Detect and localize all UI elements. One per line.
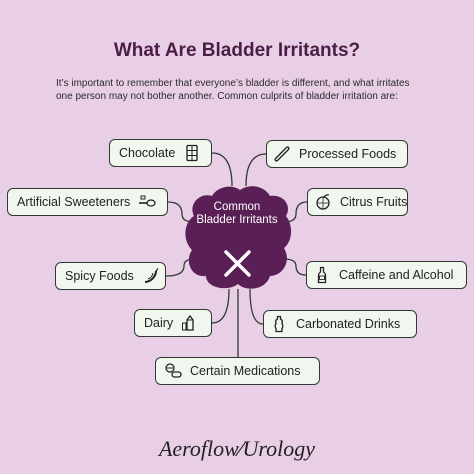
irritant-label: Carbonated Drinks (296, 317, 401, 331)
pills-icon (165, 363, 182, 378)
irritant-artificial-sweeteners: Artificial Sweeteners (7, 188, 168, 216)
chili-pepper-icon (144, 268, 159, 283)
irritant-label: Citrus Fruits (340, 195, 408, 209)
center-label: Common Bladder Irritants (196, 201, 278, 226)
irritant-caffeine-and-alcohol: Caffeine and Alcohol (306, 261, 467, 289)
irritant-chocolate: Chocolate (109, 139, 212, 167)
brand-right: Urology (242, 436, 316, 461)
irritant-label: Dairy (144, 316, 174, 330)
connector-citrus (283, 201, 308, 223)
connector-processed (245, 153, 267, 187)
irritant-carbonated-drinks: Carbonated Drinks (263, 310, 417, 338)
irritant-label: Chocolate (119, 146, 176, 160)
irritant-spicy-foods: Spicy Foods (55, 262, 166, 290)
page-title: What Are Bladder Irritants? (113, 40, 361, 61)
connector-caffeine (283, 258, 307, 276)
irritant-dairy: Dairy (134, 309, 212, 337)
connector-dairy (211, 288, 230, 324)
irritant-label: Processed Foods (299, 147, 397, 161)
irritant-label: Certain Medications (190, 364, 301, 378)
center-blob (185, 186, 292, 289)
soda-bottle-icon (274, 315, 284, 333)
connector-chocolate (211, 152, 233, 187)
chocolate-bar-icon (186, 144, 198, 162)
connector-sweeteners (167, 201, 195, 223)
irritant-processed-foods: Processed Foods (266, 140, 408, 168)
irritant-label: Caffeine and Alcohol (339, 268, 454, 282)
irritant-label: Artificial Sweeteners (17, 195, 131, 209)
x-icon (224, 250, 251, 277)
irritant-citrus-fruits: Citrus Fruits (307, 188, 408, 216)
hot-dog-icon (274, 146, 290, 162)
aeroflow-urology-logo: Aeroflow∕Urology (0, 436, 474, 462)
citrus-icon (316, 194, 330, 210)
irritant-label: Spicy Foods (65, 269, 134, 283)
brand-left: Aeroflow (158, 436, 239, 461)
sweetener-spoon-icon (139, 195, 156, 207)
bottle-icon (317, 266, 327, 284)
milk-carton-icon (182, 314, 194, 331)
connector-carbonated (249, 288, 264, 325)
swoosh-icon: ∕ (238, 436, 243, 461)
irritant-certain-medications: Certain Medications (155, 357, 320, 385)
intro-text: It’s important to remember that everyone… (56, 78, 410, 102)
